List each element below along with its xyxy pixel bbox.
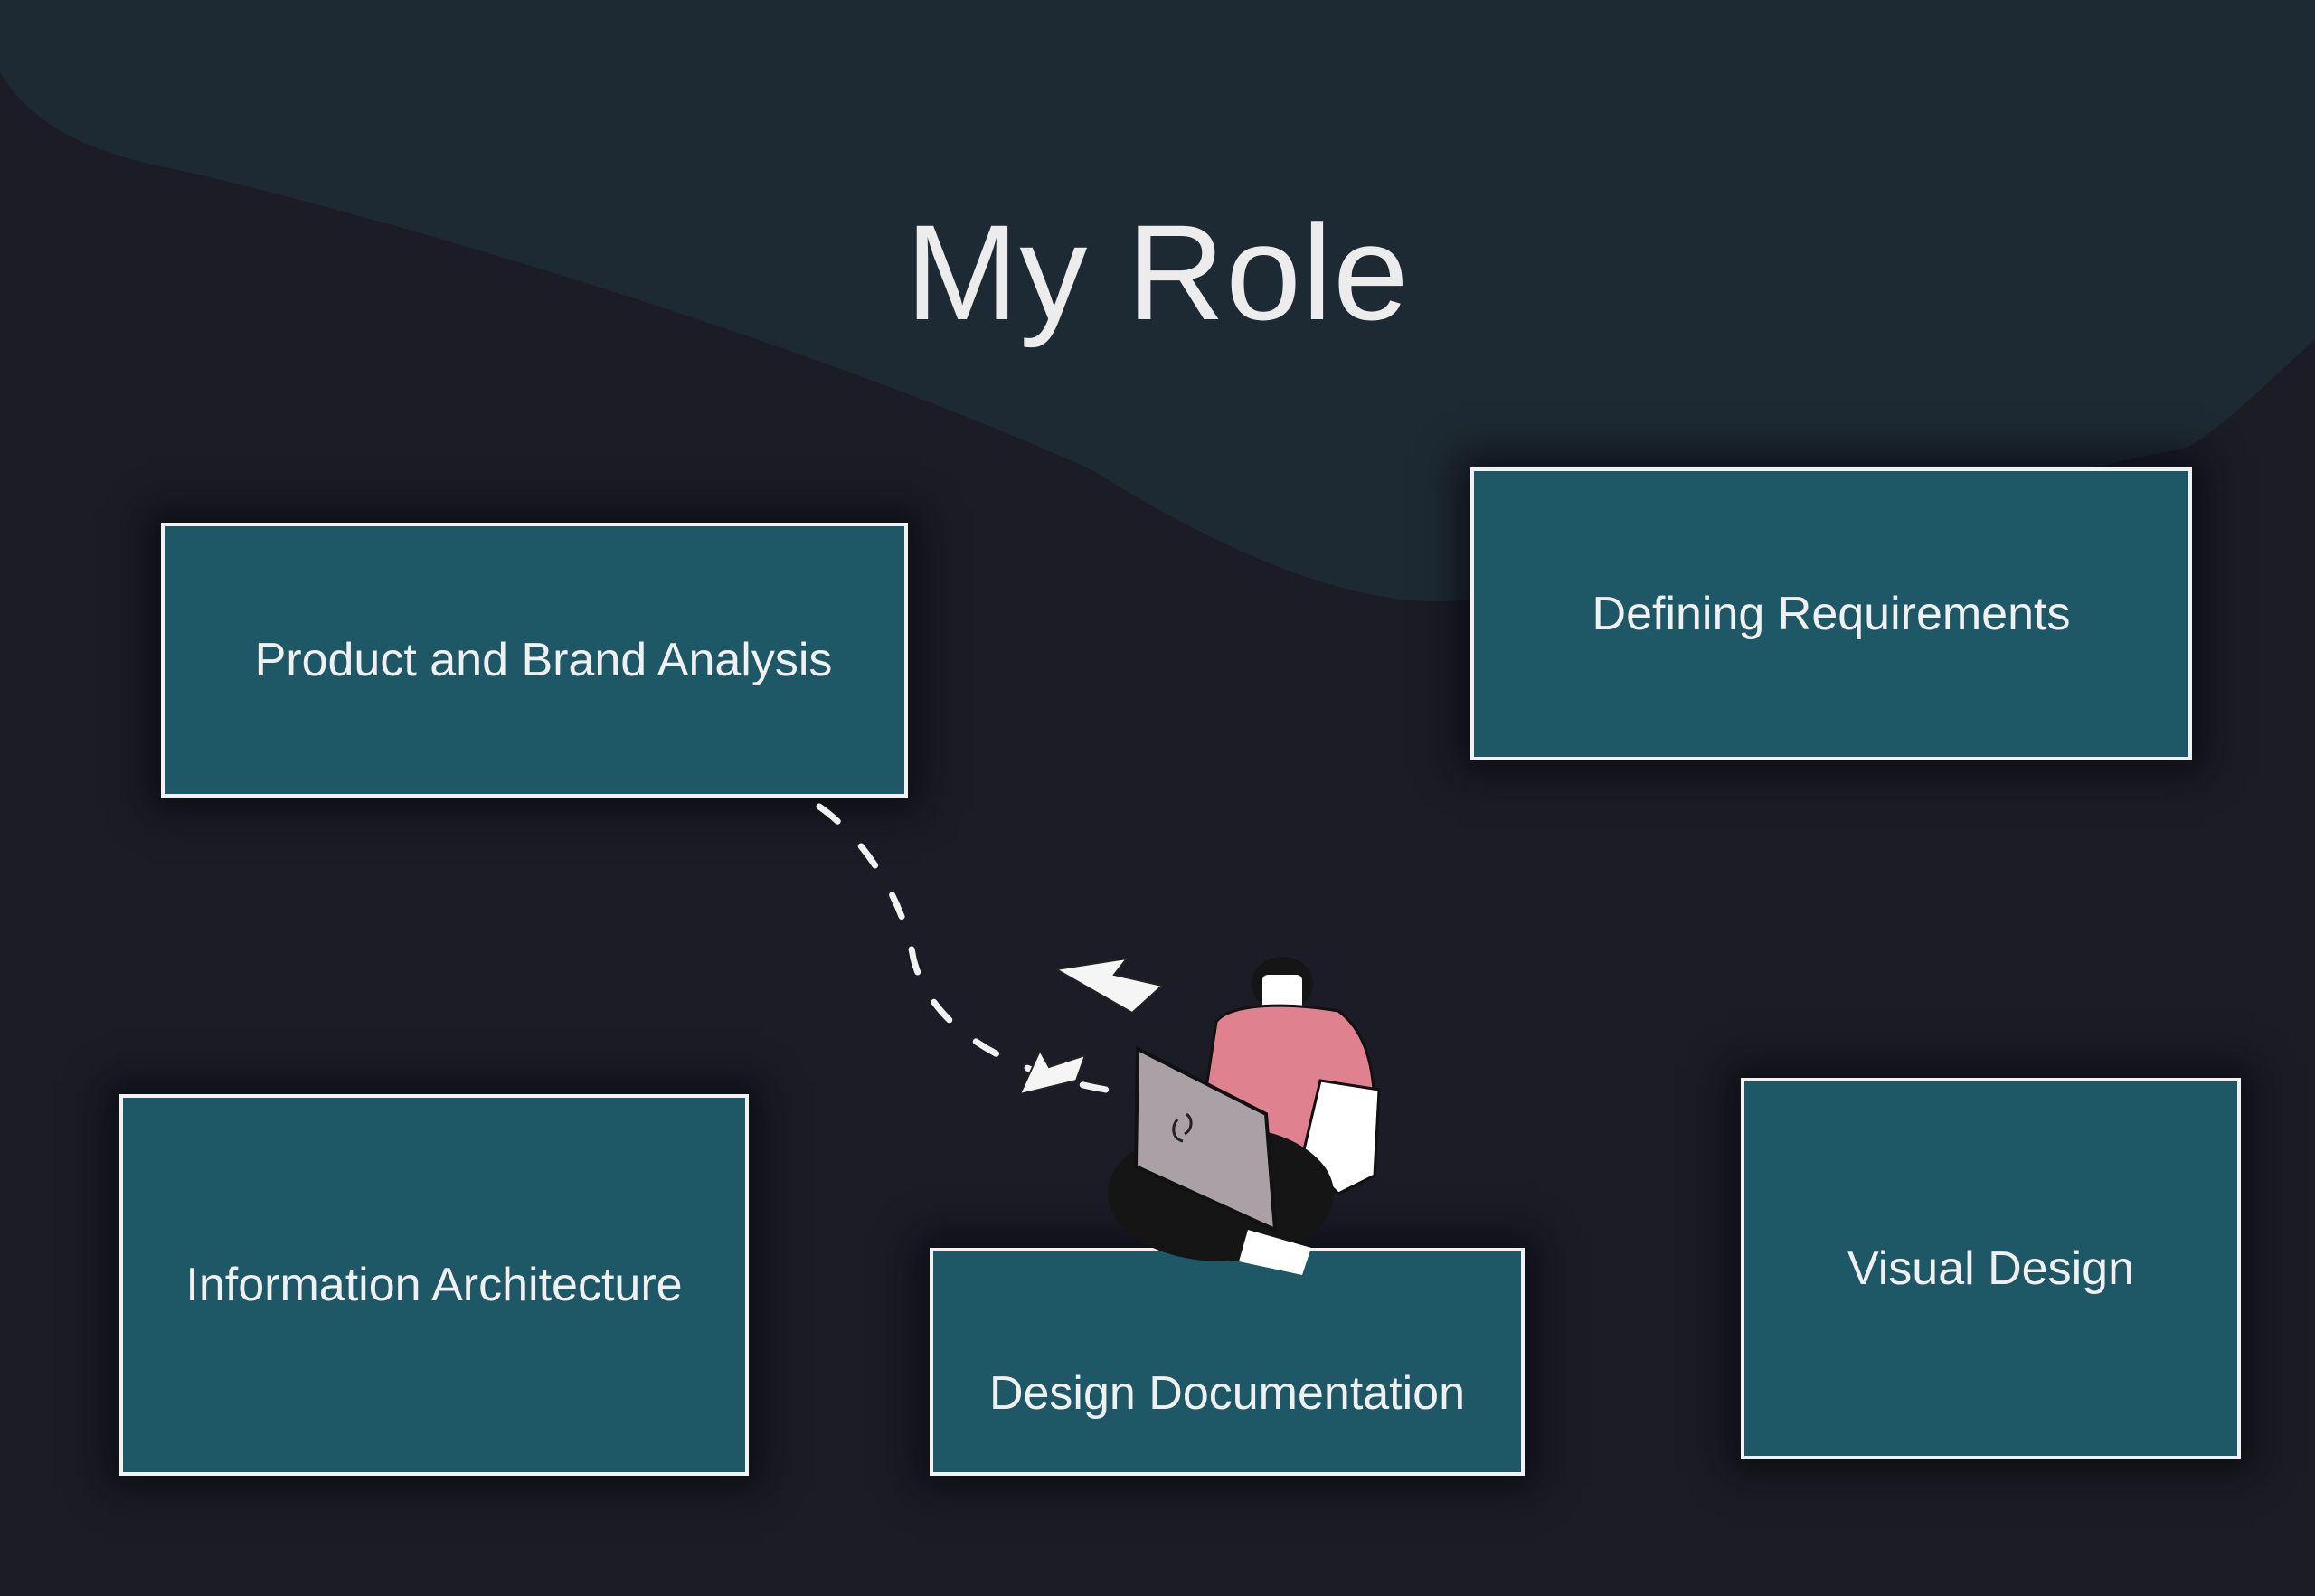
role-label: Information Architecture: [185, 1259, 683, 1311]
role-label: Defining Requirements: [1592, 588, 2071, 640]
role-card-defining-requirements: Defining Requirements: [1470, 467, 2192, 760]
page-title: My Role: [905, 196, 1410, 348]
role-label: Design Documentation: [988, 1367, 1466, 1420]
role-card-design-documentation: Design Documentation: [930, 1248, 1525, 1476]
role-card-product-brand-analysis: Product and Brand Analysis: [161, 523, 908, 798]
role-label: Product and Brand Analysis: [254, 634, 833, 686]
role-card-visual-design: Visual Design: [1741, 1078, 2241, 1459]
role-label: Visual Design: [1847, 1242, 2134, 1295]
role-card-information-architecture: Information Architecture: [119, 1094, 749, 1476]
